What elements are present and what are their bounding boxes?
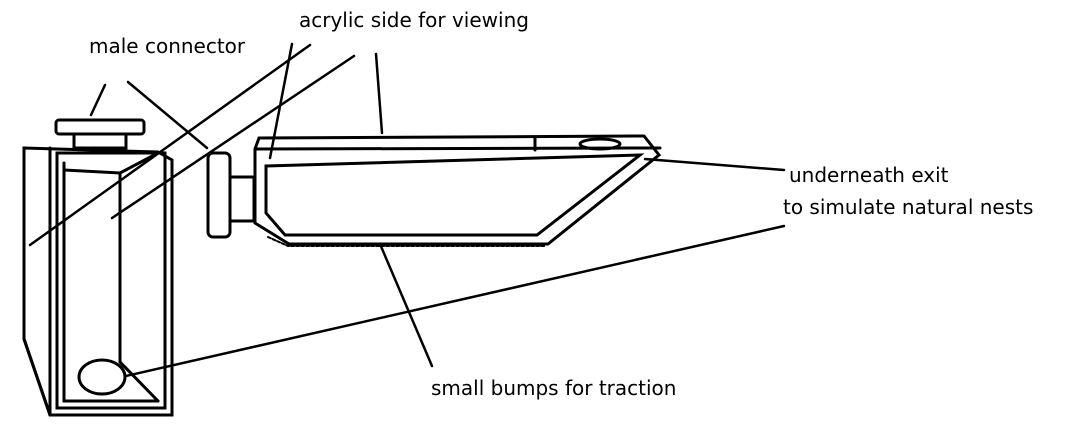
side-connector bbox=[206, 151, 256, 239]
box-inner-slant bbox=[118, 360, 160, 403]
label-male-connector: male connector bbox=[89, 34, 246, 58]
label-natural-nests: to simulate natural nests bbox=[783, 195, 1034, 219]
box-inner-back-corner bbox=[62, 161, 160, 403]
leader-hole bbox=[124, 224, 786, 378]
leader-male-connector bbox=[89, 83, 107, 117]
box-outline bbox=[22, 146, 174, 417]
tray-outline bbox=[253, 134, 662, 246]
box-hole-circle bbox=[77, 358, 127, 396]
label-underneath-exit: underneath exit bbox=[789, 163, 949, 187]
side-connector-stem bbox=[228, 175, 256, 223]
leader-acrylic-3 bbox=[110, 54, 356, 220]
male-connector-neck bbox=[72, 132, 128, 150]
tray-inner bbox=[264, 153, 645, 237]
box-bottom-bevel bbox=[22, 337, 52, 417]
leader-underneath-exit bbox=[643, 157, 786, 172]
label-small-bumps: small bumps for traction bbox=[431, 376, 677, 400]
label-acrylic-side: acrylic side for viewing bbox=[299, 8, 529, 32]
male-connector-cap bbox=[54, 118, 146, 136]
vertical-box bbox=[22, 146, 174, 417]
leader-male-connector-2 bbox=[126, 80, 209, 150]
horizontal-tray bbox=[253, 134, 662, 247]
leader-acrylic-4 bbox=[374, 52, 384, 135]
leader-acrylic-1 bbox=[268, 42, 294, 160]
leader-lines bbox=[28, 42, 786, 378]
male-connector bbox=[54, 118, 146, 150]
side-connector-knob bbox=[206, 151, 232, 239]
leader-acrylic-2 bbox=[28, 43, 312, 247]
tray-bumps-edge bbox=[267, 236, 546, 247]
box-inner-frame bbox=[55, 151, 167, 410]
tray-exit-hole bbox=[578, 137, 622, 151]
leader-small-bumps bbox=[378, 242, 434, 368]
